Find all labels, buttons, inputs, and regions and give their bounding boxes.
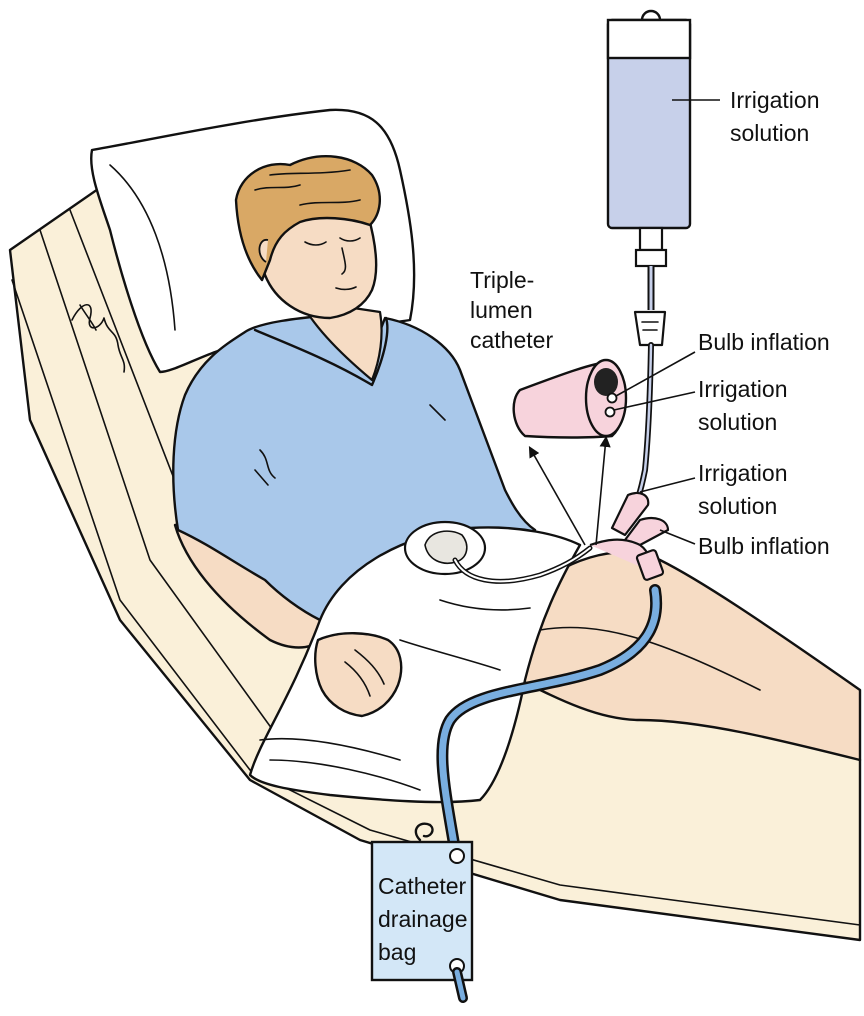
section-arrow-left (528, 446, 586, 546)
lumen-bulb-inflation (606, 392, 618, 404)
leader-port-irrigation (639, 477, 696, 493)
gown-fold (254, 404, 446, 486)
label-drainage-bag-line-3: bag (378, 939, 416, 965)
label-port-irrigation: Irrigation solution (698, 460, 794, 519)
catheter-port-bulb (623, 516, 670, 547)
label-irrigation-bag-line-1: Irrigation (730, 87, 819, 113)
drainage-bag-hook (414, 822, 434, 842)
label-port-bulb-inflation: Bulb inflation (698, 533, 830, 559)
label-lumen-bulb-inflation: Bulb inflation (698, 329, 830, 355)
lumen-drainage (594, 368, 618, 396)
irrigation-bag-assembly (606, 9, 692, 501)
gown-neckline (253, 316, 389, 387)
drainage-bag-spout-inner (454, 969, 466, 1001)
drip-chamber-grip (641, 321, 659, 331)
drain-tube (438, 586, 660, 854)
sheet-fold-1 (259, 737, 421, 791)
patient-eyes (304, 237, 361, 246)
stoma-tube-inner (454, 547, 591, 583)
label-drainage-bag-line-1: Catheter (378, 873, 467, 899)
bed-edge-line-3 (69, 209, 191, 521)
patient-ear (258, 239, 269, 263)
catheter-ports (452, 491, 670, 584)
bed-edge-line (11, 279, 861, 926)
irrigation-bag-top (606, 18, 692, 60)
label-irrigation-bag-line-2: solution (730, 120, 809, 146)
hair-strands (254, 169, 361, 206)
leader-lumen-bulb (615, 351, 696, 397)
drainage-bag-assembly (370, 822, 474, 1003)
label-lumen-irrigation: Irrigation solution (698, 376, 794, 435)
sheet-fold-2 (399, 599, 531, 671)
drip-chamber (633, 310, 667, 347)
drainage-bag-inlet (449, 848, 465, 864)
catheter-cross-section (512, 358, 628, 439)
artist-signature (71, 303, 126, 373)
label-lumen-irrigation-line-2: solution (698, 409, 777, 435)
label-catheter-line-3: catheter (470, 327, 553, 353)
label-irrigation-bag: Irrigation solution (730, 87, 826, 146)
leg-crease (539, 626, 761, 691)
leader-lumen-irrigation (613, 391, 696, 411)
irrigation-bag-connector (634, 248, 668, 268)
catheter-drain-connector (635, 549, 665, 581)
label-lumen-irrigation-line-1: Irrigation (698, 376, 787, 402)
hand-fingers (344, 649, 385, 697)
pillow-fold (109, 164, 176, 331)
label-drainage-bag: Catheter drainage bag (378, 873, 474, 965)
label-triple-lumen-catheter: Triple- lumen catheter (470, 267, 553, 353)
patient-neck (298, 298, 383, 382)
section-arrow-right (595, 435, 611, 546)
stoma-dressing (424, 530, 468, 564)
label-catheter-line-2: lumen (470, 297, 533, 323)
label-catheter-line-1: Triple- (470, 267, 534, 293)
lumen-irrigation (604, 406, 616, 418)
patient-mouth (335, 286, 357, 291)
label-drainage-bag-line-2: drainage (378, 906, 468, 932)
sheet-and-legs (248, 520, 862, 804)
catheter-port-irrigation (610, 491, 650, 537)
irrigation-bag-spout (638, 226, 664, 252)
patient-nose (341, 247, 347, 275)
bed-edge-line-2 (39, 229, 281, 741)
drainage-bag (370, 840, 474, 982)
irrigation-line-inner (636, 343, 653, 500)
label-port-irrigation-line-1: Irrigation (698, 460, 787, 486)
label-port-irrigation-line-2: solution (698, 493, 777, 519)
leader-port-bulb (659, 529, 696, 545)
